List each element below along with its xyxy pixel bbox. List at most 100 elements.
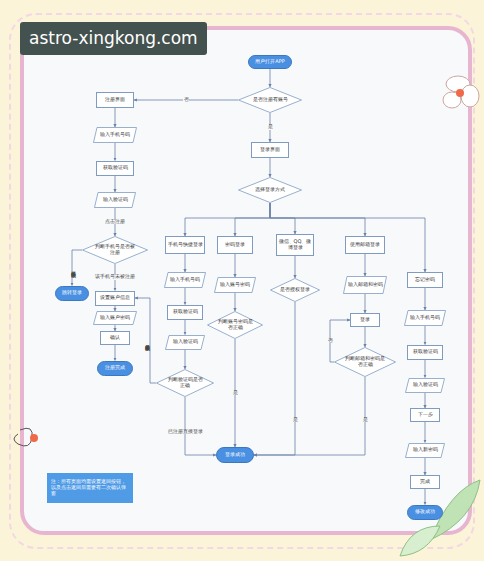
edge-label: 是 <box>267 125 273 130</box>
watermark: astro-xingkong.com <box>20 22 207 55</box>
node-text: 下一步 <box>418 412 433 418</box>
node-text: 判断手机号是否被注册 <box>94 244 136 256</box>
node-text: 获取验证码 <box>103 165 128 171</box>
process-box: 忘记密码 <box>407 272 443 288</box>
flow-connector <box>365 254 366 276</box>
node-text: 输入账号密码 <box>220 282 250 288</box>
flow-connector <box>270 203 425 272</box>
decision-diamond: 是否授权登录 <box>270 278 320 302</box>
flow-connector <box>365 294 366 313</box>
terminal-box: 注册完成 <box>97 361 133 376</box>
flow-connector <box>425 393 426 409</box>
process-box: 登录界面 <box>251 142 289 158</box>
flow-connector <box>425 489 426 505</box>
flow-connector <box>425 326 426 345</box>
io-parallelogram: 输入手机号码 <box>404 310 446 326</box>
terminal-box: 登录成功 <box>216 447 254 463</box>
node-text: 选择登录方式 <box>255 187 285 193</box>
node-text: 判断验证码是否正确 <box>167 377 204 389</box>
flow-connector <box>425 458 426 476</box>
node-text: 登录成功 <box>225 452 245 458</box>
io-parallelogram: 输入账户密码 <box>93 311 137 325</box>
flow-connector <box>235 293 236 311</box>
process-box: 登录 <box>350 313 380 327</box>
flow-connector <box>270 69 271 87</box>
flow-connector <box>115 176 116 193</box>
flow-connector <box>185 350 186 370</box>
node-text: 是否授权登录 <box>280 287 310 293</box>
flow-connector <box>185 254 186 272</box>
decision-diamond: 判断验证码是否正确 <box>156 369 214 397</box>
terminal-box: 修改成功 <box>407 505 443 520</box>
process-box: 确认 <box>100 331 130 345</box>
process-box: 获取验证码 <box>96 161 134 176</box>
node-text: 注：所有页面均需设置返回按钮，以及点击返回后需要有二次确认弹窗 <box>51 479 129 496</box>
io-parallelogram: 输入验证码 <box>165 335 205 350</box>
flow-connector <box>185 320 186 335</box>
process-box: 手机号快捷登录 <box>165 236 205 254</box>
flow-connector <box>235 203 270 236</box>
flow-connector <box>185 203 270 236</box>
flow-connector <box>115 306 116 312</box>
node-text: 判断邮箱和密码是否正确 <box>345 356 385 368</box>
process-box: 设置账户信息 <box>95 291 135 306</box>
process-box: 获取验证码 <box>407 345 443 360</box>
edge-label: 否 <box>183 98 189 103</box>
flow-connector <box>235 254 236 277</box>
node-text: 设置账户信息 <box>100 295 130 301</box>
io-parallelogram: 输入验证码 <box>94 192 136 208</box>
node-text: 判断账号密码是否正确 <box>217 319 253 331</box>
edge-label: 否 <box>327 339 333 344</box>
node-text: 注册界面 <box>105 97 125 103</box>
edge-label: 已注册直接登录 <box>167 430 203 435</box>
flow-connector <box>72 250 82 286</box>
flow-connector <box>115 108 116 127</box>
decision-diamond: 是否注册有账号 <box>238 87 302 113</box>
flow-connector <box>254 377 365 455</box>
flow-connector <box>425 422 426 443</box>
process-box: 获取验证码 <box>167 305 203 320</box>
process-box: 完成 <box>410 475 440 489</box>
node-text: 登录界面 <box>260 147 280 153</box>
node-text: 忘记密码 <box>415 277 435 283</box>
node-text: 密码登录 <box>225 242 245 248</box>
node-text: 输入账户密码 <box>100 315 130 321</box>
io-parallelogram: 输入账号密码 <box>214 277 256 293</box>
node-text: 输入手机号码 <box>410 315 440 321</box>
process-box: 微信、QQ、微博登录 <box>276 234 314 256</box>
node-text: 修改成功 <box>415 509 435 515</box>
flow-connector <box>365 327 366 347</box>
card-frame <box>22 28 470 533</box>
node-text: 输入邮箱和密码 <box>348 282 383 288</box>
flower-ornament <box>443 76 479 108</box>
terminal-box: 用户打开APP <box>248 55 292 69</box>
process-box: 使用邮箱登录 <box>345 236 385 254</box>
decision-diamond: 判断账号密码是否正确 <box>207 311 263 339</box>
terminal-box: 跳转登录 <box>55 286 89 301</box>
process-box: 下一步 <box>410 408 440 422</box>
flow-connector <box>270 158 271 177</box>
flow-connector <box>185 397 216 455</box>
node-text: 用户打开APP <box>255 59 284 65</box>
decision-diamond: 选择登录方式 <box>238 177 302 203</box>
decision-diamond: 判断手机号是否被注册 <box>82 236 148 264</box>
flow-connector <box>425 288 426 310</box>
node-text: 输入验证码 <box>173 339 198 345</box>
io-parallelogram: 输入手机号码 <box>164 272 206 288</box>
node-text: 输入手机号码 <box>100 132 130 138</box>
edge-label: 是 <box>292 418 298 423</box>
node-text: 完成 <box>420 479 430 485</box>
node-text: 输入新密码 <box>413 447 438 453</box>
node-text: 登录 <box>360 317 370 323</box>
io-parallelogram: 输入新密码 <box>405 443 445 458</box>
outer-frame <box>10 14 474 548</box>
loop-ornament <box>14 428 38 446</box>
flow-connector <box>185 288 186 305</box>
node-text: 输入验证码 <box>413 382 438 388</box>
node-text: 输入手机号码 <box>170 277 200 283</box>
flow-connector <box>270 203 365 236</box>
io-parallelogram: 输入验证码 <box>405 378 445 393</box>
flow-connector <box>135 298 156 383</box>
leaf-ornament <box>400 480 480 556</box>
